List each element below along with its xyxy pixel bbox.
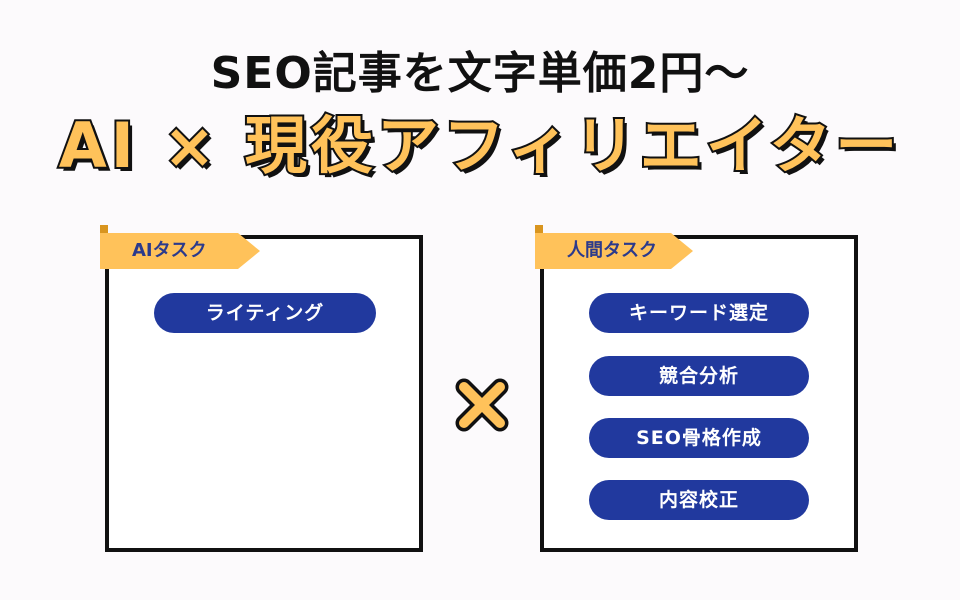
task-proofreading: 内容校正 (589, 480, 809, 520)
subheadline: AI × 現役アフィリエイター (57, 108, 902, 184)
headline: SEO記事を文字単価2円〜 (210, 48, 750, 99)
task-keyword-selection: キーワード選定 (589, 293, 809, 333)
task-competitor-analysis: 競合分析 (589, 356, 809, 396)
times-icon (455, 378, 509, 432)
ai-task-box (105, 235, 423, 552)
task-writing: ライティング (154, 293, 376, 333)
ai-task-label: AIタスク (100, 233, 260, 269)
task-seo-outline: SEO骨格作成 (589, 418, 809, 458)
human-task-label: 人間タスク (535, 233, 693, 269)
